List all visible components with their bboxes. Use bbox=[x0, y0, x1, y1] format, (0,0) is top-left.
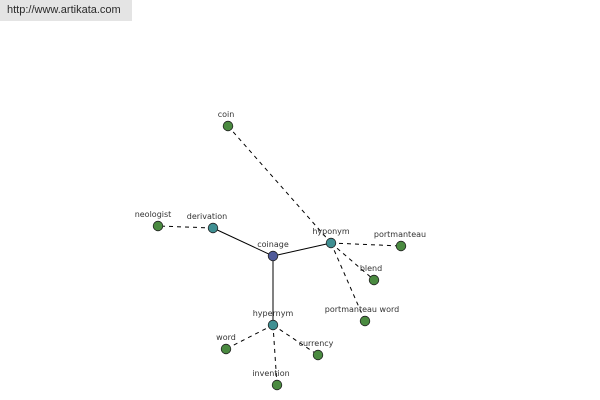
term-node-neologist-dot[interactable] bbox=[152, 220, 164, 232]
term-node-coin-dot[interactable] bbox=[222, 120, 234, 132]
relation-node-hyponym[interactable]: hyponym bbox=[312, 227, 350, 249]
term-node-portmanteau-word-dot[interactable] bbox=[359, 315, 371, 327]
edge-hyponym-coin bbox=[227, 125, 332, 244]
term-node-blend[interactable]: blend bbox=[360, 264, 382, 286]
edge-derivation-neologist bbox=[157, 225, 214, 229]
term-node-neologist[interactable]: neologist bbox=[135, 210, 172, 232]
term-node-invention-dot[interactable] bbox=[271, 379, 283, 391]
term-node-invention-label: invention bbox=[252, 369, 289, 378]
edge-hypernym-currency bbox=[272, 324, 319, 356]
relation-node-hypernym[interactable]: hypernym bbox=[253, 309, 294, 331]
edge-hyponym-blend bbox=[330, 242, 375, 281]
edge-hypernym-invention bbox=[272, 324, 278, 386]
term-node-portmanteau-word-label: portmanteau word bbox=[325, 305, 399, 314]
term-node-word[interactable]: word bbox=[216, 333, 236, 355]
site-url-link[interactable]: http://www.artikata.com bbox=[0, 0, 132, 21]
term-node-portmanteau-dot[interactable] bbox=[395, 240, 407, 252]
edge-hypernym-word bbox=[225, 324, 274, 350]
relation-node-hypernym-label: hypernym bbox=[253, 309, 294, 318]
term-node-blend-label: blend bbox=[360, 264, 382, 273]
relation-node-hypernym-dot[interactable] bbox=[267, 319, 279, 331]
edge-coinage-derivation bbox=[212, 227, 274, 257]
term-node-invention[interactable]: invention bbox=[252, 369, 290, 391]
term-node-currency-label: currency bbox=[299, 339, 334, 348]
term-node-currency-dot[interactable] bbox=[312, 349, 324, 361]
relation-node-derivation-dot[interactable] bbox=[207, 222, 219, 234]
term-node-neologist-label: neologist bbox=[135, 210, 172, 219]
relation-node-derivation-label: derivation bbox=[187, 212, 227, 221]
term-node-word-dot[interactable] bbox=[220, 343, 232, 355]
graph-nodes: neologist coin portmanteau blend portmanteau… bbox=[135, 110, 426, 391]
relation-node-hyponym-label: hyponym bbox=[312, 227, 350, 236]
center-node-coinage[interactable]: coinage bbox=[257, 240, 289, 262]
term-node-blend-dot[interactable] bbox=[368, 274, 380, 286]
term-node-portmanteau-word[interactable]: portmanteau word bbox=[325, 305, 399, 327]
term-node-currency[interactable]: currency bbox=[299, 339, 334, 361]
relation-node-hyponym-dot[interactable] bbox=[325, 237, 337, 249]
edge-coinage-hyponym bbox=[272, 242, 332, 257]
term-node-portmanteau[interactable]: portmanteau bbox=[374, 230, 426, 252]
relation-node-derivation[interactable]: derivation bbox=[187, 212, 227, 234]
graph-edges bbox=[157, 125, 402, 386]
center-node-coinage-dot[interactable] bbox=[267, 250, 279, 262]
term-node-coin[interactable]: coin bbox=[218, 110, 235, 132]
edge-hyponym-portmanteau bbox=[330, 242, 402, 247]
edge-hyponym-portmanteau-word bbox=[330, 242, 366, 322]
term-node-word-label: word bbox=[216, 333, 236, 342]
term-node-coin-label: coin bbox=[218, 110, 235, 119]
term-node-portmanteau-label: portmanteau bbox=[374, 230, 426, 239]
center-node-coinage-label: coinage bbox=[257, 240, 289, 249]
